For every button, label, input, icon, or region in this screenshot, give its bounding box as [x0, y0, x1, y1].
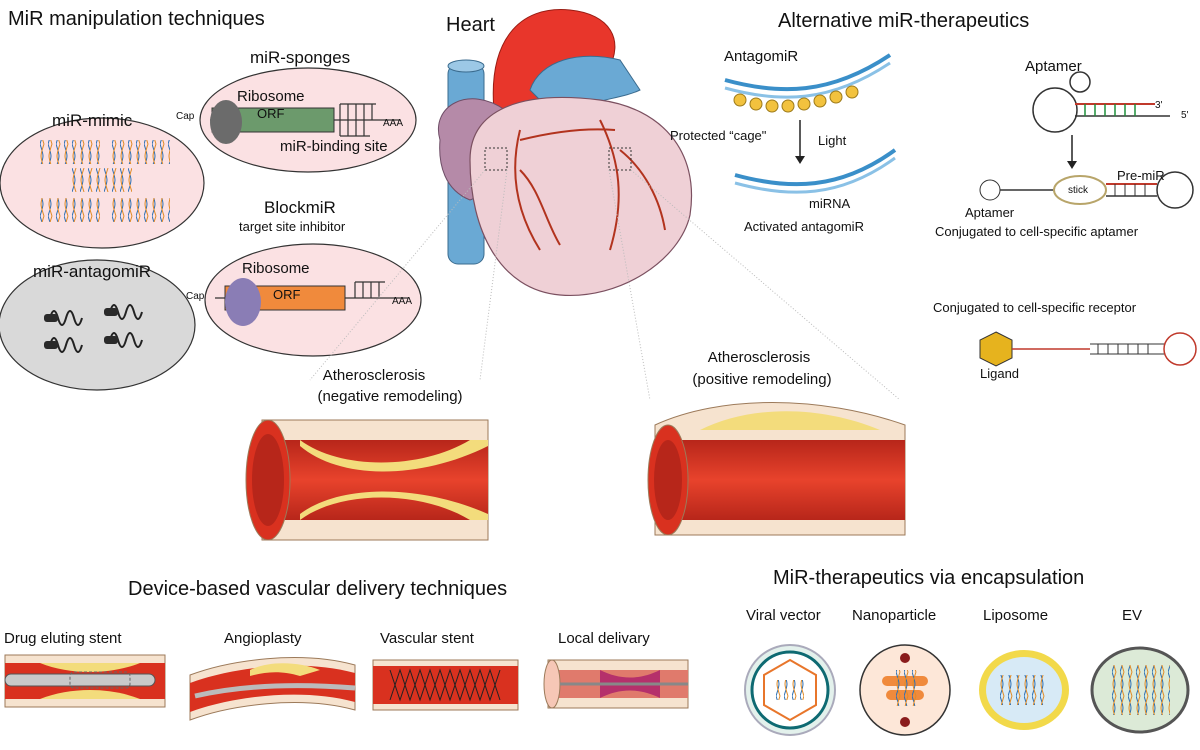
label-mir-mimic: miR-mimic: [52, 111, 133, 130]
label-ligand: Ligand: [980, 366, 1020, 381]
label-three-prime: 3': [1155, 100, 1163, 111]
blockmir-ellipse: [204, 243, 422, 357]
label-conj-receptor: Conjugated to cell-specific receptor: [933, 300, 1137, 315]
extracellular-vesicle: [1090, 646, 1190, 734]
section-title-heart: Heart: [446, 14, 495, 36]
label-sponges-orf: ORF: [257, 106, 285, 121]
label-sponges-cap: Cap: [176, 111, 195, 122]
device-local-delivery: [543, 659, 689, 709]
label-stick: stick: [1068, 185, 1088, 196]
label-block-ribosome: Ribosome: [242, 260, 310, 277]
label-block-cap: Cap: [186, 291, 205, 302]
label-mirna: miRNA: [809, 196, 851, 211]
label-antagomir: AntagomiR: [724, 48, 799, 65]
label-blockmir-sub: target site inhibitor: [239, 219, 346, 234]
mir-sponges-ellipse: [199, 67, 417, 173]
liposome: [979, 650, 1069, 730]
label-sponges-binding-site: miR-binding site: [280, 138, 388, 155]
heart-illustration: [309, 9, 901, 401]
label-sponges-aaa: AAA: [383, 118, 404, 129]
label-ev: EV: [1122, 607, 1143, 624]
viral-vector-particle: [744, 644, 836, 736]
label-aptamer: Aptamer: [1025, 58, 1082, 75]
ligand-conjugate-diagram: [979, 331, 1197, 367]
mir-antagomir-ellipse: [0, 259, 196, 391]
label-viral-vector: Viral vector: [746, 607, 821, 624]
section-title-manipulation: MiR manipulation techniques: [8, 8, 265, 30]
label-neg-line2: (negative remodeling): [317, 388, 463, 405]
vessel-negative-remodeling: [245, 419, 489, 541]
device-drug-eluting-stent: [4, 654, 166, 708]
label-nanoparticle: Nanoparticle: [852, 607, 937, 624]
aptamer-diagram: [979, 71, 1194, 209]
label-activated-antagomir: Activated antagomiR: [744, 219, 864, 234]
nanoparticle: [859, 644, 951, 736]
label-block-aaa: AAA: [392, 296, 413, 307]
vessel-positive-remodeling: [647, 402, 906, 536]
label-mir-sponges: miR-sponges: [250, 48, 351, 67]
section-title-device: Device-based vascular delivery technique…: [128, 578, 508, 600]
label-pre-mir: Pre-miR: [1117, 168, 1165, 183]
label-pos-line1: Atherosclerosis: [707, 349, 811, 366]
label-aptamer-2: Aptamer: [965, 205, 1015, 220]
label-blockmir: BlockmiR: [264, 198, 336, 217]
label-neg-line1: Atherosclerosis: [322, 367, 426, 384]
label-local-delivery: Local delivary: [558, 630, 650, 647]
device-vascular-stent: [372, 659, 519, 711]
label-block-orf: ORF: [273, 287, 301, 302]
device-angioplasty: [189, 657, 356, 721]
label-drug-eluting-stent: Drug eluting stent: [4, 630, 122, 647]
label-light: Light: [818, 133, 847, 148]
section-title-encapsulation: MiR-therapeutics via encapsulation: [773, 567, 1085, 589]
label-conj-aptamer: Conjugated to cell-specific aptamer: [935, 224, 1139, 239]
antagomir-strand-diagram: [724, 53, 897, 194]
label-liposome: Liposome: [983, 607, 1049, 624]
label-mir-antagomir: miR-antagomiR: [33, 262, 152, 281]
mir-mimic-ellipse: [0, 117, 205, 249]
label-angioplasty: Angioplasty: [224, 630, 302, 647]
section-title-alternative: Alternative miR-therapeutics: [778, 10, 1030, 32]
label-vascular-stent: Vascular stent: [380, 630, 474, 647]
label-sponges-ribosome: Ribosome: [237, 88, 305, 105]
label-five-prime: 5': [1181, 110, 1189, 121]
label-protected-cage: Protected “cage": [670, 128, 767, 143]
label-pos-line2: (positive remodeling): [692, 371, 832, 388]
